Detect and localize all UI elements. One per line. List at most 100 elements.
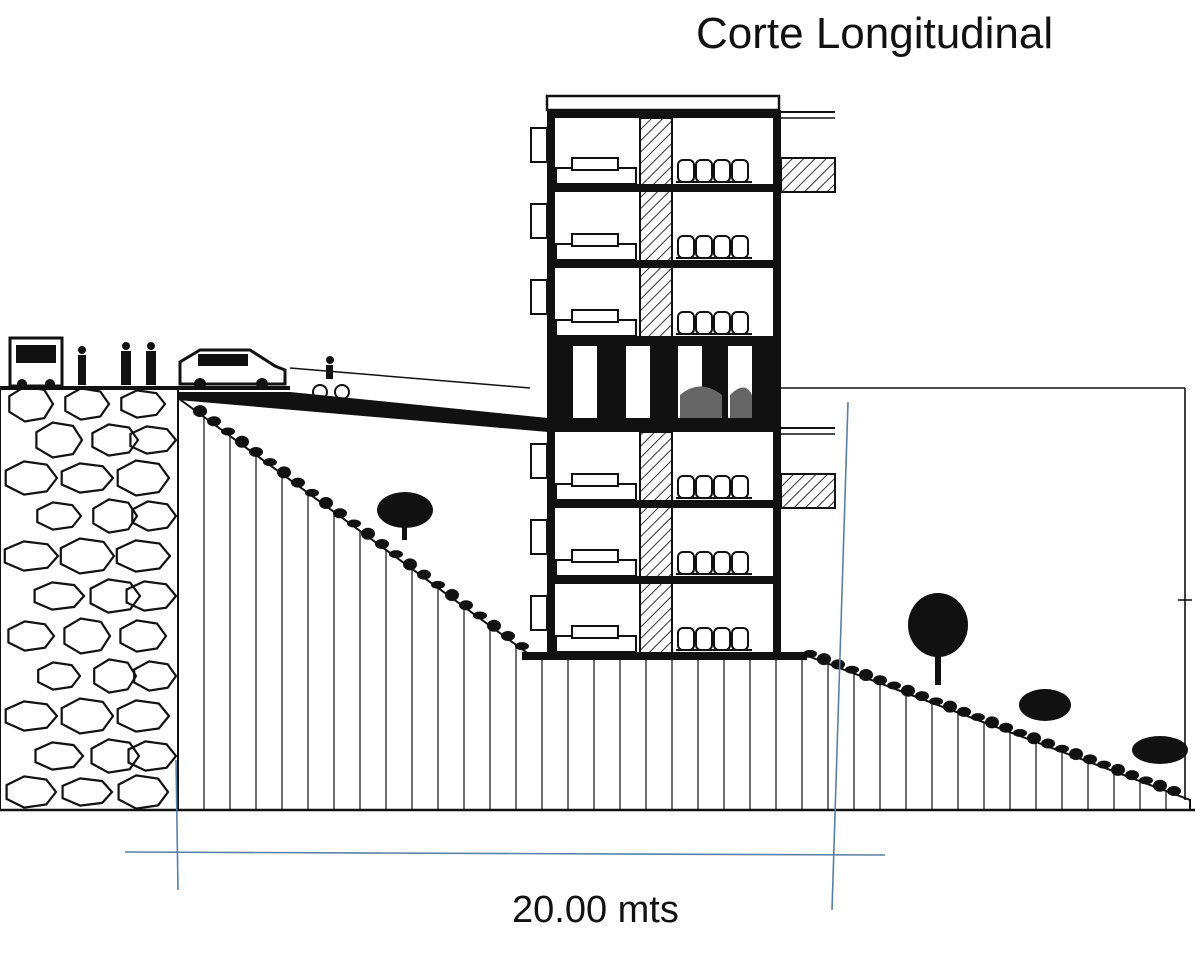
stone bbox=[131, 500, 178, 532]
stone bbox=[129, 425, 178, 455]
shrub bbox=[193, 405, 207, 418]
shrub bbox=[985, 716, 999, 729]
shrub bbox=[929, 697, 943, 706]
shrub bbox=[235, 435, 249, 448]
shrub bbox=[1153, 779, 1167, 792]
stone bbox=[64, 387, 111, 421]
bed-icon bbox=[555, 473, 637, 501]
sofa-icon bbox=[676, 159, 752, 183]
shrub bbox=[445, 589, 459, 602]
access-floor bbox=[547, 338, 781, 432]
window bbox=[530, 595, 548, 631]
stone-retaining-wall bbox=[0, 385, 179, 811]
stone bbox=[91, 423, 140, 457]
shrub bbox=[1027, 732, 1041, 745]
stone bbox=[7, 620, 56, 652]
shrub bbox=[459, 600, 473, 611]
vegetation bbox=[193, 405, 1181, 796]
stone bbox=[4, 460, 59, 496]
shrub bbox=[1097, 760, 1111, 769]
sofa-icon bbox=[676, 311, 752, 335]
window bbox=[530, 443, 548, 479]
stone bbox=[5, 775, 58, 809]
street-figures bbox=[8, 336, 350, 400]
tree-left bbox=[377, 492, 433, 540]
shrub bbox=[249, 446, 263, 457]
stone bbox=[119, 619, 168, 653]
shrub bbox=[915, 691, 929, 702]
shrub bbox=[263, 458, 277, 467]
person-icon bbox=[121, 342, 131, 385]
stone bbox=[125, 580, 178, 612]
shrub bbox=[417, 569, 431, 580]
bed-icon bbox=[555, 157, 637, 185]
shrub bbox=[473, 611, 487, 620]
shrub bbox=[291, 477, 305, 488]
stone bbox=[34, 741, 85, 771]
shrub bbox=[1055, 744, 1069, 753]
shrub bbox=[887, 681, 901, 690]
bed-icon bbox=[555, 233, 637, 261]
stone bbox=[4, 700, 59, 732]
shrub bbox=[277, 466, 291, 479]
stone bbox=[61, 777, 114, 807]
shrub bbox=[999, 722, 1013, 733]
stone bbox=[133, 660, 178, 692]
sofa-icon bbox=[676, 475, 752, 499]
terrain-profile bbox=[177, 396, 1191, 811]
shrub bbox=[319, 497, 333, 510]
shrub bbox=[1139, 776, 1153, 785]
bed-icon bbox=[555, 549, 637, 577]
shrub bbox=[1069, 748, 1083, 761]
floor-level bbox=[547, 233, 781, 268]
shrub bbox=[873, 675, 887, 686]
floor-level bbox=[547, 473, 781, 508]
stone bbox=[35, 421, 84, 459]
tree-right bbox=[908, 593, 1188, 764]
stone bbox=[89, 578, 142, 614]
cyclist-icon bbox=[312, 356, 350, 400]
shrub bbox=[859, 668, 873, 681]
shrub bbox=[515, 642, 529, 651]
shrub bbox=[403, 558, 417, 571]
window bbox=[530, 519, 548, 555]
sofa-icon bbox=[676, 551, 752, 575]
stone bbox=[60, 462, 115, 494]
window bbox=[530, 279, 548, 315]
stone bbox=[63, 617, 112, 655]
van-icon bbox=[8, 336, 64, 389]
shrub bbox=[431, 580, 445, 589]
stone bbox=[37, 661, 82, 691]
shrub bbox=[361, 527, 375, 540]
shrub bbox=[817, 653, 831, 666]
shrub bbox=[1083, 754, 1097, 765]
shrub bbox=[1013, 728, 1027, 737]
stone bbox=[93, 658, 138, 694]
stone bbox=[116, 699, 171, 733]
shrub bbox=[1125, 770, 1139, 781]
shrub bbox=[943, 700, 957, 713]
bed-icon bbox=[555, 309, 637, 337]
stone bbox=[92, 498, 139, 534]
stone bbox=[120, 389, 167, 419]
person-icon bbox=[146, 342, 156, 385]
sofa-icon bbox=[676, 235, 752, 259]
shrub bbox=[971, 713, 985, 722]
stone bbox=[115, 539, 172, 573]
shrub bbox=[957, 706, 971, 717]
person-icon bbox=[78, 346, 86, 385]
dimension-label: 20.00 mts bbox=[512, 889, 679, 931]
shrub bbox=[347, 519, 361, 528]
stone bbox=[90, 738, 141, 774]
shrub bbox=[487, 619, 501, 632]
height-dimension bbox=[1178, 388, 1192, 800]
stone bbox=[3, 540, 60, 572]
stone bbox=[36, 501, 83, 531]
shrub bbox=[389, 550, 403, 559]
shrub bbox=[1167, 785, 1181, 796]
stone bbox=[116, 459, 171, 497]
sofa-icon bbox=[676, 627, 752, 651]
shrub bbox=[1041, 738, 1055, 749]
shrub bbox=[1111, 763, 1125, 776]
